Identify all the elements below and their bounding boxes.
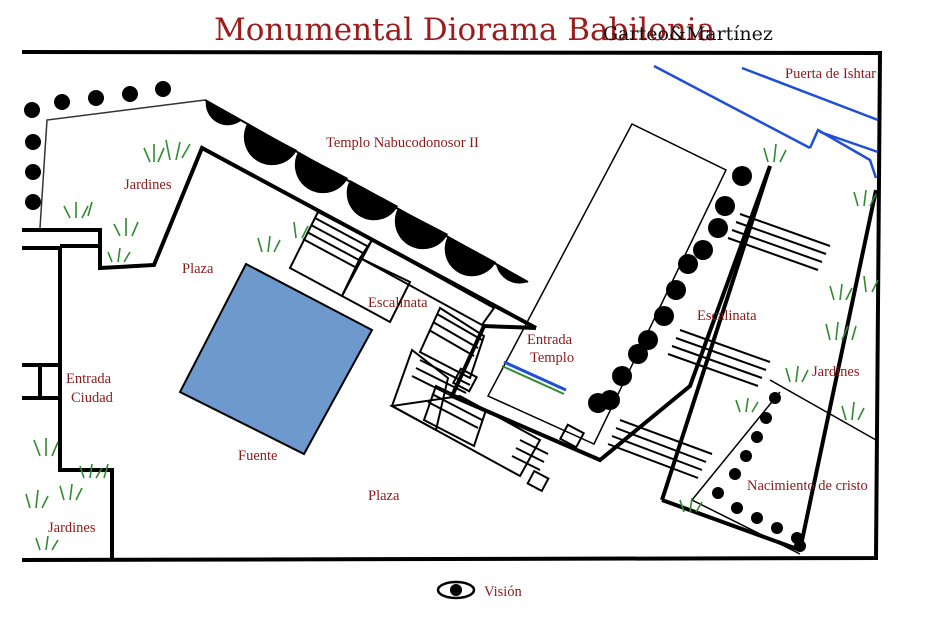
label-entrada-ciudad-2: Ciudad: [71, 390, 114, 406]
nacimiento-dots: [712, 392, 806, 552]
diagram-title: Monumental Diorama Babilonia: [214, 12, 715, 48]
left-staircase: [288, 210, 586, 493]
label-escalinata-right: Escalinata: [697, 308, 757, 324]
fountain: [178, 262, 374, 456]
label-nacimiento: Nacimiento de cristo: [747, 478, 868, 494]
city-wall: [22, 145, 537, 560]
ishtar-gate: [653, 64, 879, 179]
temple-semicircles: [205, 100, 528, 284]
temple-columns: [588, 166, 752, 413]
label-entrada-ciudad-1: Entrada: [66, 371, 112, 387]
label-jardines-bottom: Jardines: [48, 520, 96, 536]
label-entrada-templo-2: Templo: [530, 350, 574, 366]
site-boundary: [21, 50, 883, 562]
temple-front-line: [204, 99, 529, 283]
label-jardines-top: Jardines: [124, 177, 172, 193]
eye-icon: [436, 580, 476, 600]
legend-label: Visión: [484, 584, 523, 600]
label-entrada-templo-1: Entrada: [527, 332, 573, 348]
left-wall-dots: [24, 81, 171, 210]
left-garden-edge: [39, 99, 206, 229]
label-puerta-ishtar: Puerta de Ishtar: [785, 66, 876, 82]
label-jardines-right: Jardines: [812, 364, 860, 380]
label-plaza-top: Plaza: [182, 261, 214, 277]
temple-block: [449, 123, 772, 463]
temple-entrance-blue: [503, 360, 567, 392]
label-templo: Templo Nabucodonosor II: [326, 135, 479, 151]
diagram-authors: Garteo&Martínez: [603, 23, 773, 45]
right-staircase: [607, 165, 878, 552]
legend: Visión: [436, 580, 523, 600]
label-escalinata-left: Escalinata: [368, 295, 428, 311]
label-plaza-bottom: Plaza: [368, 488, 400, 504]
label-fuente: Fuente: [238, 448, 277, 464]
grass-tufts: [25, 139, 879, 551]
